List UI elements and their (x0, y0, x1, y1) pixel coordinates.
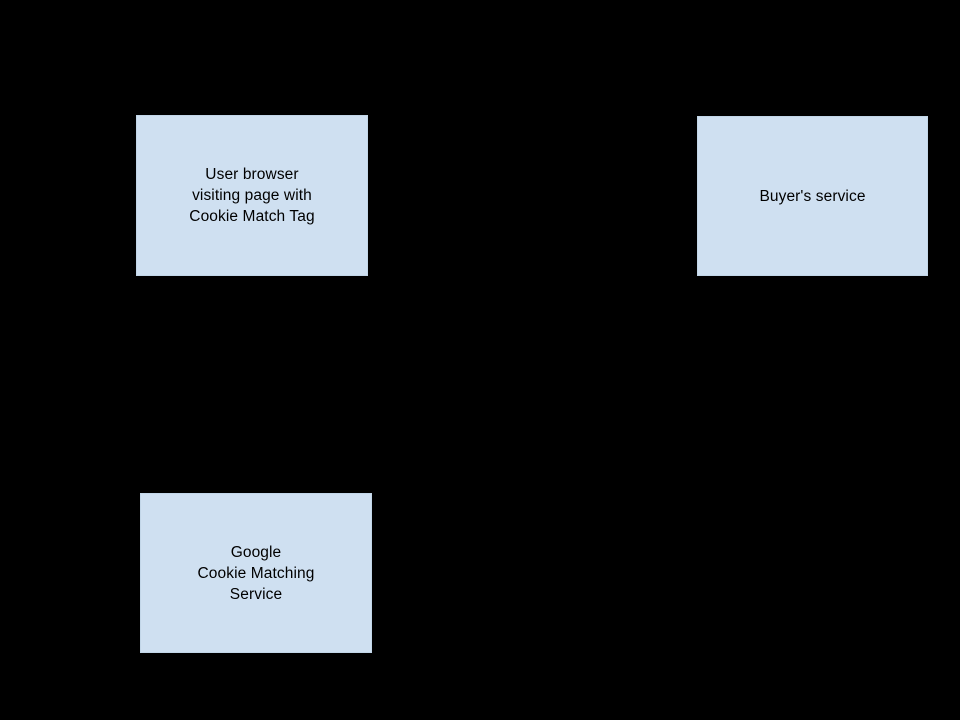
node-google-cookie-matching-label: Google Cookie Matching Service (197, 543, 315, 603)
node-google-cookie-matching[interactable]: Google Cookie Matching Service (140, 493, 372, 653)
node-buyers-service[interactable]: Buyer's service (697, 116, 928, 276)
node-buyers-service-label: Buyer's service (759, 187, 866, 205)
node-user-browser[interactable]: User browser visiting page with Cookie M… (136, 115, 368, 276)
node-user-browser-label: User browser visiting page with Cookie M… (189, 166, 315, 225)
